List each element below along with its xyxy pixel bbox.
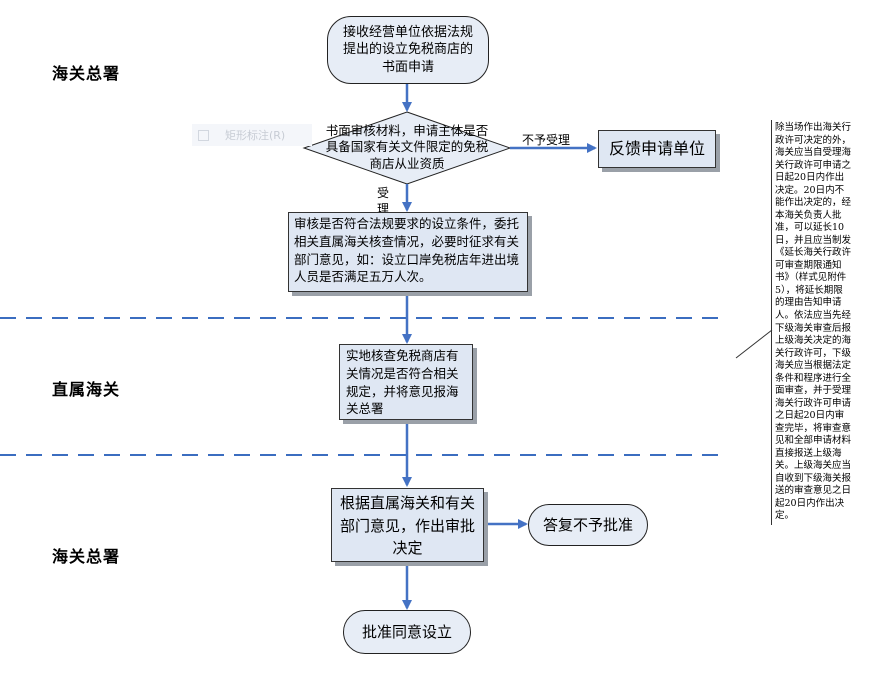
start-node-text: 接收经营单位依据法规提出的设立免税商店的书面申请	[342, 24, 473, 75]
lane-label-bottom: 海关总署	[52, 547, 121, 566]
decision-text: 书面审核材料，申请主体是否具备国家有关文件限定的免税商店从业资质	[325, 123, 489, 171]
start-node: 接收经营单位依据法规提出的设立免税商店的书面申请	[327, 16, 489, 84]
reject-node-text: 答复不予批准	[542, 515, 633, 534]
decide-node-text: 根据直属海关和有关部门意见，作出审批决定	[340, 494, 476, 557]
ghost-tooltip: 矩形标注(R)	[192, 124, 312, 146]
inspect-node: 实地核查免税商店有关情况是否符合相关规定，并将意见报海关总署	[339, 344, 473, 420]
edge-label-not-accept: 不予受理	[522, 133, 571, 147]
note-leader-line	[735, 329, 773, 359]
side-note: 除当场作出海关行政许可决定的外，海关应当自受理海关行政许可申请之日起20日内作出…	[771, 120, 855, 525]
review-node: 审核是否符合法规要求的设立条件，委托相关直属海关核查情况，必要时征求有关部门意见…	[288, 212, 528, 292]
lane-label-top: 海关总署	[52, 64, 121, 83]
approve-node: 批准同意设立	[343, 610, 471, 654]
reject-node: 答复不予批准	[528, 504, 648, 546]
feedback-node: 反馈申请单位	[598, 130, 716, 168]
ghost-tooltip-icon	[198, 129, 209, 141]
lane-label-middle: 直属海关	[52, 380, 121, 399]
review-node-text: 审核是否符合法规要求的设立条件，委托相关直属海关核查情况，必要时征求有关部门意见…	[294, 216, 520, 285]
decide-node: 根据直属海关和有关部门意见，作出审批决定	[331, 488, 484, 562]
inspect-node-text: 实地核查免税商店有关情况是否符合相关规定，并将意见报海关总署	[346, 348, 459, 417]
feedback-node-text: 反馈申请单位	[608, 139, 705, 159]
ghost-tooltip-label: 矩形标注(R)	[225, 129, 286, 142]
approve-node-text: 批准同意设立	[361, 622, 452, 641]
side-note-text: 除当场作出海关行政许可决定的外，海关应当自受理海关行政许可申请之日起20日内作出…	[775, 122, 852, 522]
